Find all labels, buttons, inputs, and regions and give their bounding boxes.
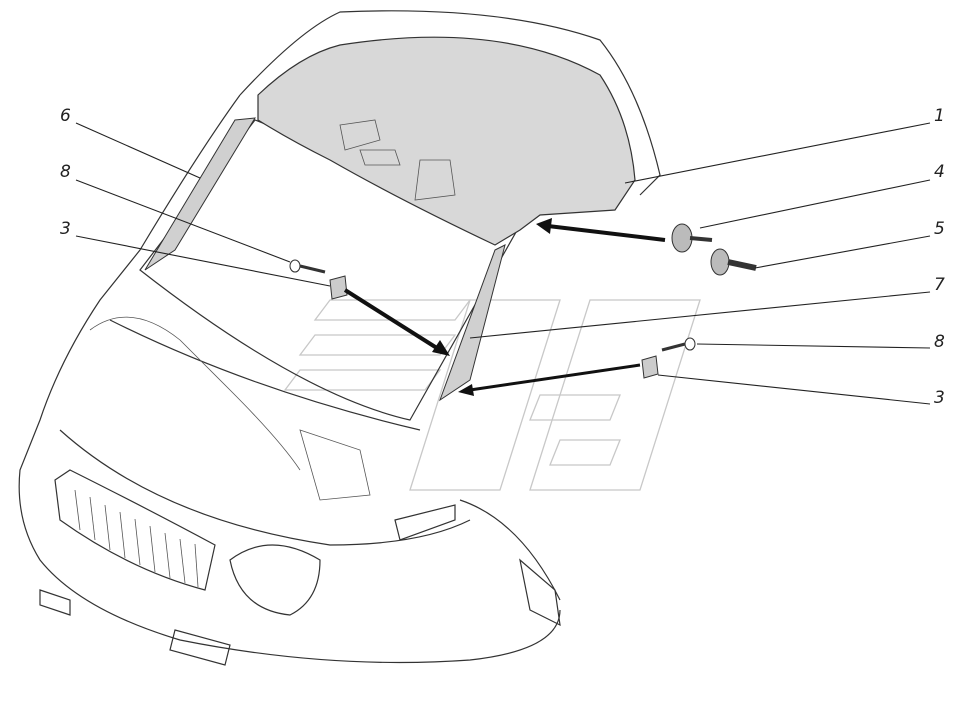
screw-left [289, 259, 326, 274]
headliner-panel [257, 36, 636, 246]
pillar-trim-right [439, 244, 506, 402]
pillar-trim-left [144, 117, 256, 271]
callout-label: 3 [934, 388, 945, 408]
callout-label: 4 [934, 162, 945, 182]
watermark-logo [283, 299, 701, 491]
screw-right [661, 337, 696, 352]
callout-label: 3 [60, 219, 71, 239]
callout-label: 8 [60, 162, 71, 182]
clip-nut-right [641, 355, 659, 379]
callout-label: 1 [934, 106, 945, 126]
cab-outline [18, 10, 661, 666]
leader-lines [75, 122, 931, 405]
callout-label: 6 [60, 106, 71, 126]
callout-label: 5 [934, 219, 945, 239]
assembly-arrows [343, 218, 666, 396]
callout-label: 8 [934, 332, 945, 352]
callout-label: 7 [934, 275, 945, 295]
plastic-rivet [710, 248, 757, 276]
fastener-cap [671, 223, 713, 253]
clip-nut-left [329, 275, 348, 300]
